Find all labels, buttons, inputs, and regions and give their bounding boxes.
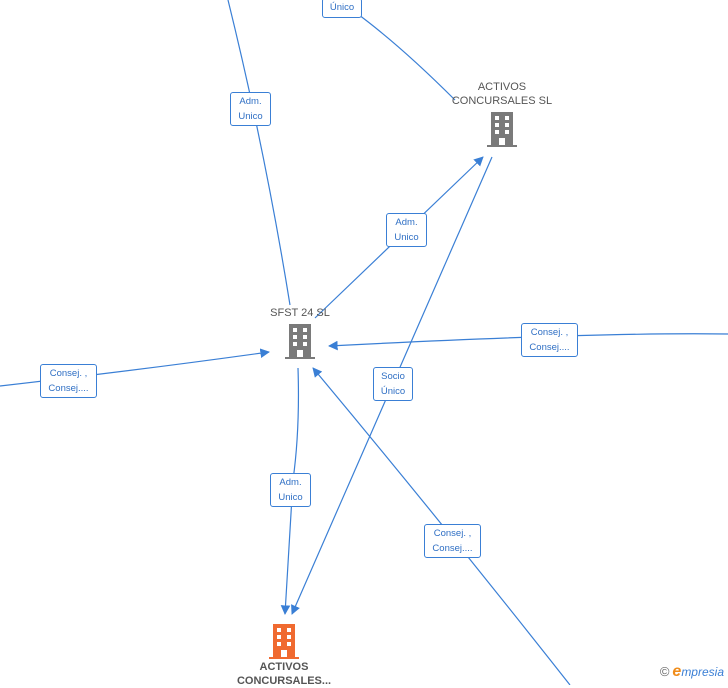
brand-initial: e <box>672 663 682 680</box>
edge-label-text: Consej.... <box>48 383 89 394</box>
edge-label-text: Adm. <box>395 217 418 228</box>
building-icon <box>269 624 299 659</box>
edge-label-text: Único <box>380 386 406 397</box>
node-activos-concursales-focus[interactable]: ACTIVOS CONCURSALES... <box>220 622 348 688</box>
node-title: ACTIVOS CONCURSALES... <box>236 661 332 687</box>
edge-top-to-activos <box>354 11 456 101</box>
node-activos-concursales-top[interactable]: ACTIVOS CONCURSALES SL <box>436 80 568 148</box>
brand-name: mpresia <box>681 665 724 679</box>
building-icon <box>487 112 517 147</box>
edge-label-text: Adm. <box>239 96 262 107</box>
empresia-watermark: ©empresia <box>660 663 724 681</box>
edge-label-socio-unico[interactable]: Socio Único <box>373 367 413 401</box>
edge-label-text: Unico <box>278 492 303 503</box>
edge-label-adm-unico-bottom[interactable]: Adm. Unico <box>270 473 311 507</box>
edge-label-text: Consej. , <box>530 327 569 338</box>
edge-label-text: Consej. , <box>433 528 472 539</box>
edge-topleft-to-sfst <box>227 0 291 306</box>
edge-label-consej-bottom[interactable]: Consej. , Consej.... <box>424 524 481 558</box>
node-sfst-24-sl[interactable]: SFST 24 SL <box>248 306 352 360</box>
copyright-symbol: © <box>659 664 670 679</box>
edge-bottomright-to-sfst <box>312 367 571 685</box>
node-title: ACTIVOS CONCURSALES SL <box>451 81 553 107</box>
edge-label-consej-left[interactable]: Consej. , Consej.... <box>40 364 97 398</box>
edge-label-adm-unico-mid[interactable]: Adm. Unico <box>386 213 427 247</box>
edge-label-text: Consej. , <box>49 368 88 379</box>
edge-label-text: Socio <box>381 371 405 382</box>
edge-label-text: Consej.... <box>432 543 473 554</box>
edge-label-text: Adm. <box>279 477 302 488</box>
edge-label-text: Único <box>329 2 355 13</box>
edge-label-consej-right[interactable]: Consej. , Consej.... <box>521 323 578 357</box>
edge-label-adm-unico-top[interactable]: Adm. Unico <box>230 92 271 126</box>
edge-left-to-sfst <box>0 348 270 387</box>
edge-label-text: Unico <box>394 232 419 243</box>
building-icon <box>285 324 315 359</box>
node-title: SFST 24 SL <box>270 307 330 319</box>
edge-label-text: Unico <box>238 111 263 122</box>
edge-label-text: Consej.... <box>529 342 570 353</box>
edge-label-top-unico[interactable]: Único <box>322 0 362 18</box>
